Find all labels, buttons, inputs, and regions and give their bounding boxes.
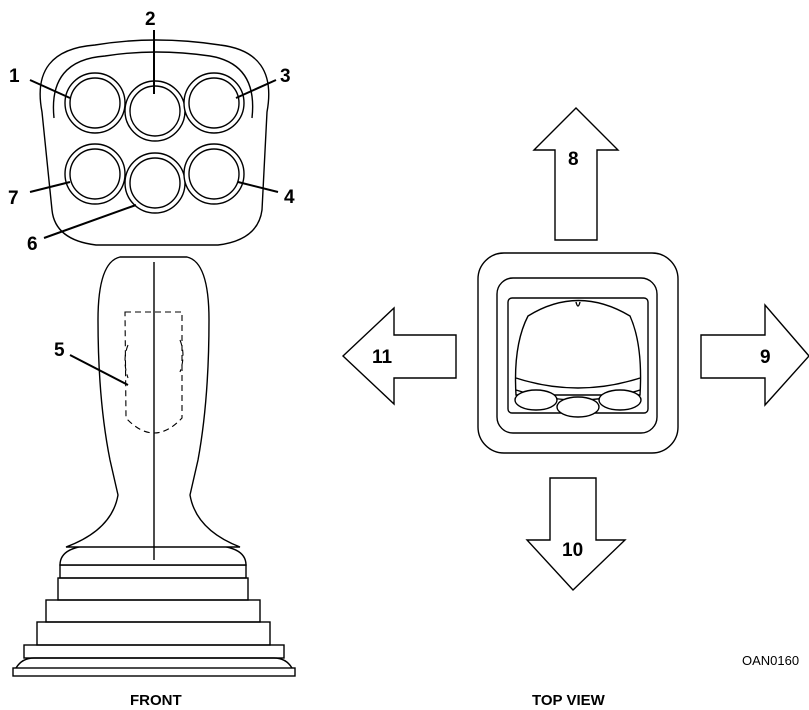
- top-view-caption: TOP VIEW: [532, 692, 606, 709]
- button-6: [124, 152, 186, 214]
- front-view: 1 2 3 4 5 6 7 FRONT: [8, 9, 296, 709]
- callout-9: 9: [760, 347, 771, 368]
- top-button-center: [556, 396, 600, 418]
- arrow-down: [525, 477, 627, 592]
- top-button-right: [598, 389, 642, 411]
- button-1: [64, 72, 126, 134]
- callout-8: 8: [568, 149, 579, 170]
- arrow-up: [532, 107, 620, 241]
- button-3: [183, 72, 245, 134]
- button-4: [183, 143, 245, 205]
- top-boot-inner: [496, 277, 658, 434]
- callout-5: 5: [54, 340, 65, 361]
- top-button-left: [514, 389, 558, 411]
- joystick-handle: [65, 256, 241, 548]
- callout-3: 3: [280, 66, 291, 87]
- reference-code: OAN0160: [742, 653, 799, 668]
- callout-6: 6: [27, 234, 38, 255]
- front-caption: FRONT: [130, 692, 182, 709]
- arrow-right: [700, 303, 809, 407]
- top-view: 8 9 10 11 TOP VIEW: [341, 107, 809, 709]
- trigger-outline: [124, 311, 183, 434]
- joystick-base: [12, 544, 296, 677]
- front-buttons: [64, 72, 245, 214]
- top-handle-head: [514, 299, 642, 418]
- callout-11: 11: [372, 347, 393, 368]
- callout-10: 10: [562, 540, 583, 561]
- callout-7: 7: [8, 188, 19, 209]
- front-leader-lines: [29, 30, 279, 386]
- arrow-left: [341, 306, 457, 406]
- callout-1: 1: [9, 66, 20, 87]
- callout-4: 4: [284, 187, 295, 208]
- button-7: [64, 143, 126, 205]
- callout-2: 2: [145, 9, 156, 30]
